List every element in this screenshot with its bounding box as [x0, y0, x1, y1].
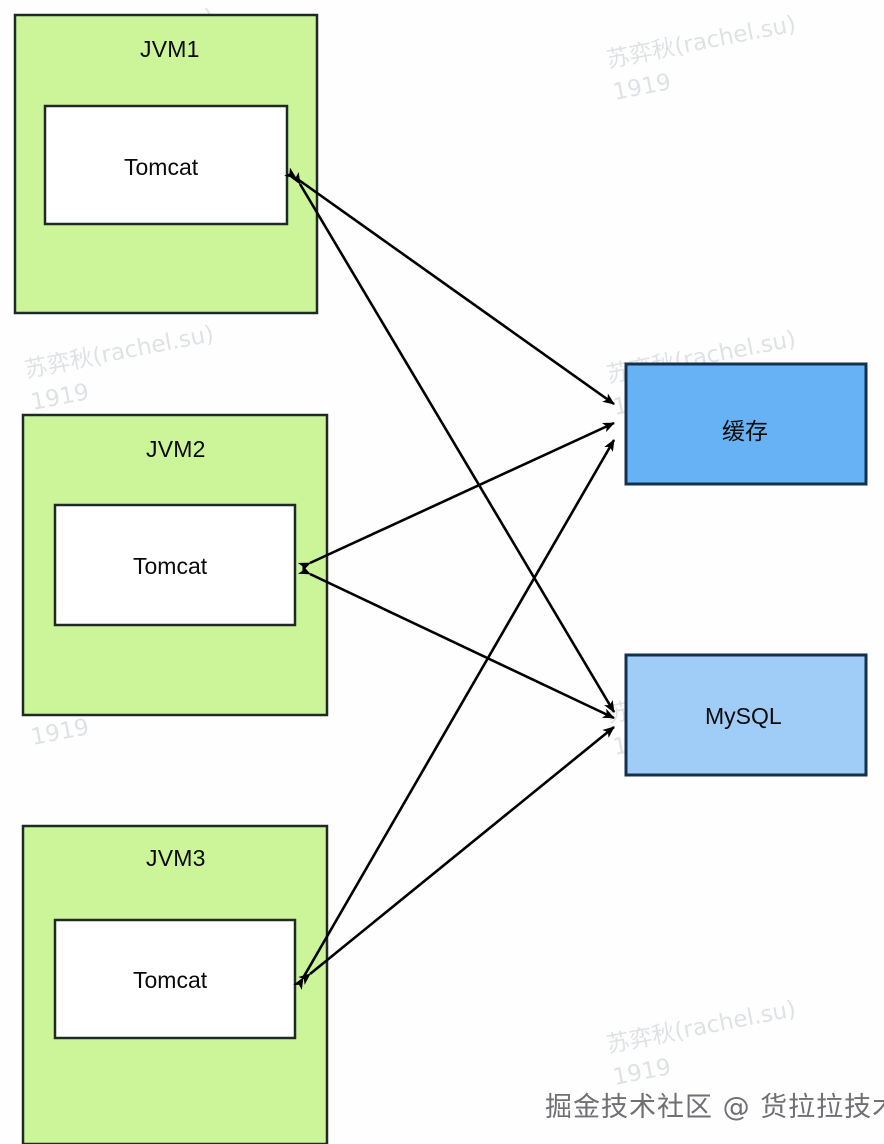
jvm-node-jvm2[interactable]	[21, 413, 329, 717]
jvm-node-jvm1[interactable]	[13, 13, 319, 315]
edge-jvm2-mysql	[297, 564, 615, 720]
jvm2-tomcat-box[interactable]	[53, 503, 297, 627]
edge-jvm1-cache	[284, 167, 615, 406]
jvm3-tomcat-box[interactable]	[53, 918, 297, 1040]
footer-credit: 掘金技术社区 @ 货拉拉技术	[545, 1092, 884, 1123]
jvm-node-jvm3[interactable]	[21, 824, 329, 1144]
mysql-box[interactable]	[624, 653, 868, 777]
edge-jvm3-mysql	[298, 725, 615, 985]
cache-box[interactable]	[624, 362, 868, 486]
edge-jvm2-cache	[297, 421, 615, 573]
edge-jvm3-cache	[293, 439, 616, 991]
edge-jvm1-mysql	[290, 171, 616, 713]
jvm1-tomcat-box[interactable]	[43, 104, 289, 226]
